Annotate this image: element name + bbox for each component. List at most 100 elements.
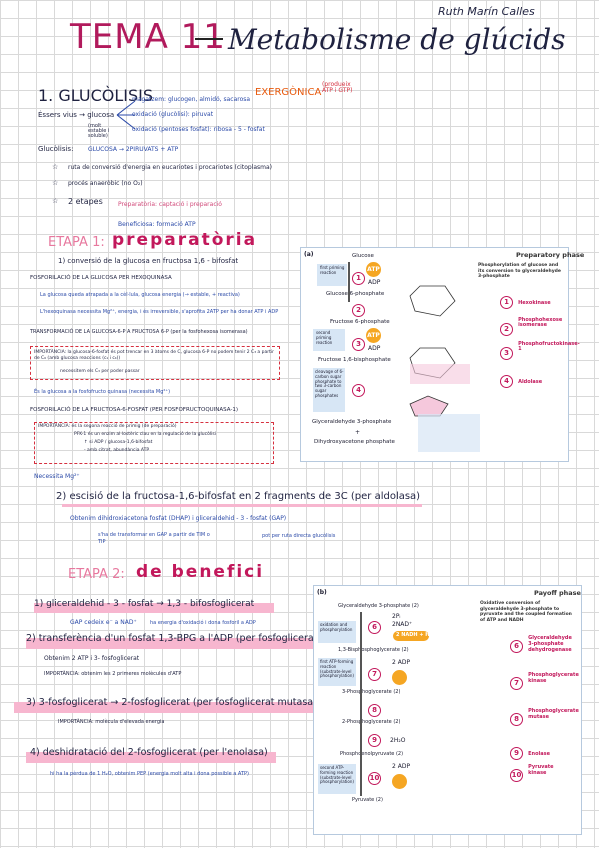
first-priming-box	[317, 264, 347, 286]
etapa-benefici-note: Beneficiosa: formació ATP	[118, 221, 196, 228]
s4-highlight	[26, 752, 276, 763]
oxid-box	[318, 621, 356, 643]
enzyme-row-10: 10 Pyruvate kinase	[510, 764, 568, 782]
figB-nadh: 2 NADH + H⁺	[396, 632, 433, 638]
figB-h2o: 2H₂O	[390, 737, 406, 744]
glucolisi-def-label: Glucòlisis:	[38, 145, 74, 153]
produeix-note: (produeix ATP i GTP)	[322, 81, 353, 94]
atp-icon: ATP	[366, 262, 381, 277]
glucosa-atrapada-line: La glucosa queda atrapada a la cèl·lula,…	[40, 292, 240, 298]
enzyme-row-4: 4 Aldolase	[500, 370, 542, 388]
figA-dhap: Dihydroxyacetone phosphate	[314, 439, 395, 445]
star-line-2: procés anaeròbic (no O₂)	[68, 180, 143, 187]
figB-pi: 2Pᵢ	[392, 613, 401, 620]
enzyme-number-3: 3	[500, 347, 513, 360]
gap-cedeix: GAP cedeix e⁻ a NAD⁺	[70, 619, 137, 626]
page-subtitle: Metabolisme de glúcids	[228, 23, 566, 56]
adp-label: ADP	[368, 279, 381, 286]
first-atp-label: first ATP-forming reaction (substrate-le…	[320, 659, 354, 679]
figB-label: (b)	[317, 589, 327, 596]
figB-bpg: 1,3-Bisphosphoglycerate (2)	[338, 647, 409, 653]
first-atp-box	[318, 658, 356, 686]
fosforilacio-glucosa: FOSFORILACIÓ DE LA GLUCOSA PER HEXOQUINA…	[30, 275, 172, 281]
figB-adp: 2 ADP	[392, 659, 411, 666]
nadh-pill	[393, 631, 429, 641]
figB-3pg: 3-Phosphoglycerate (2)	[342, 689, 401, 695]
enzyme-number-1: 1	[500, 296, 513, 309]
enzyme-enolase: Enolase	[528, 751, 550, 757]
step-number-6: 6	[368, 621, 381, 634]
title-dash	[195, 38, 223, 40]
fosfofructo-line: És la glucosa a la fosfofructo quinasa (…	[34, 389, 171, 395]
enzyme-gapdh: Glyceraldehyde 3-phosphate dehydrogenase	[528, 635, 572, 653]
figA-arrow-1	[348, 262, 350, 302]
obtenim-2atp: Obtenim 2 ATP i 3- fosfoglicerat	[44, 655, 140, 662]
step-number-8: 8	[368, 704, 381, 717]
second-priming-box	[313, 329, 345, 351]
step-number-10: 10	[368, 772, 381, 785]
enzyme-number-4: 4	[500, 375, 513, 388]
atp-icon: ATP	[366, 328, 381, 343]
enzyme-pfk1: Phosphofructokinase-1	[518, 341, 580, 352]
etapa2-step1: 1) gliceraldehid - 3 - fosfat → 1,3 - bi…	[34, 599, 255, 609]
star-icon: ☆	[52, 179, 59, 187]
figB-desc: Oxidative conversion of glyceraldehyde 3…	[480, 601, 572, 623]
necessita-mg: Necessita Mg²⁺	[34, 473, 80, 480]
atp-icon	[392, 774, 407, 789]
importancia-text-2c: ↑ si ADP / glucosa-1,6-bifosfat	[84, 440, 153, 445]
etapa1-heading-word: preparatòria	[112, 230, 258, 250]
figA-label: (a)	[304, 251, 314, 258]
figB-phase: Payoff phase	[534, 589, 581, 597]
enzyme-number-9: 9	[510, 747, 523, 760]
exergonica-label: EXERGÒNICA	[255, 87, 322, 98]
branch-oxidacio-glucolisi: oxidació (glucòlisi): piruvat	[132, 111, 214, 118]
s3-highlight	[14, 702, 344, 713]
figB-nad: 2NAD⁺	[392, 621, 413, 628]
cleavage-box	[313, 368, 345, 412]
enzyme-row-8: 8 Phosphoglycerate mutase	[510, 708, 579, 726]
enzyme-number-2: 2	[500, 323, 513, 336]
importancia-text-2b: PFK-1 és un enzim al·lostèric clau en la…	[74, 432, 216, 437]
etapa2-step3: 3) 3-fosfoglicerat → 2-fosfoglicerat (pe…	[26, 697, 317, 708]
hexoquinasa-line: L'hexoquinasa necessita Mg²⁺, energia, i…	[40, 309, 279, 315]
step-number-2: 2	[352, 304, 365, 317]
obtenim-dhap-gap: Obtenim dihidroxiacetona fosfat (DHAP) i…	[70, 515, 287, 522]
figA-desc: Phosphorylation of glucose and its conve…	[478, 263, 561, 280]
enzyme-number-8: 8	[510, 713, 523, 726]
importancia-text-1b: necessitem els C₃ per poder passar	[60, 369, 140, 374]
essers-line: Éssers vius → glucosa	[38, 111, 115, 119]
importancia-box-2	[34, 422, 274, 464]
enzyme-hexokinase: Hexokinase	[518, 300, 551, 306]
estable-note: (molt estable i soluble)	[88, 123, 110, 139]
step-number-9: 9	[368, 734, 381, 747]
oxid-label: oxidation and phosphorylation	[320, 622, 353, 632]
figB-pep: Phosphoenolpyruvate (2)	[340, 751, 404, 757]
enzyme-aldolase: Aldolase	[518, 379, 543, 385]
second-priming-label: second priming reaction	[316, 330, 333, 345]
figA-plus: +	[355, 429, 361, 436]
star-icon: ☆	[52, 197, 59, 205]
branch-magatzem: magatzem: glucogen, almidó, sacarosa	[132, 96, 251, 103]
atp-icon	[392, 670, 407, 685]
step-number-4: 4	[352, 384, 365, 397]
enzyme-number-7: 7	[510, 677, 523, 690]
energia-oxidacio: ha energia d'oxidació i dona fosforil a …	[150, 620, 256, 626]
etapa-preparatoria-note: Preparatòria: captació i preparació	[118, 201, 222, 208]
figA-glucose: Glucose	[352, 253, 374, 259]
figB-main-arrow	[360, 612, 362, 796]
enzyme-number-10: 10	[510, 769, 523, 782]
fosforilacio-fructosa: FOSFORILACIÓ DE LA FRUCTOSA-6-FOSFAT (PE…	[30, 407, 239, 413]
star-line-3: 2 etapes	[68, 197, 103, 206]
enzyme-isomerase: Phosphohexose isomerase	[518, 317, 563, 328]
s2-highlight	[26, 638, 316, 649]
enzyme-pgk: Phosphoglycerate kinase	[528, 672, 579, 684]
etapa2-heading-word: de benefici	[136, 562, 265, 582]
cleavage-label: cleavage of 6-carbon sugar phosphate to …	[315, 369, 344, 398]
enzyme-row-2: 2 Phosphohexose isomerase	[500, 318, 573, 336]
first-priming-label: first priming reaction	[320, 265, 345, 275]
enzyme-row-3: 3 Phosphofructokinase-1	[500, 341, 580, 360]
section-heading-glucolisis: 1. GLUCÒLISIS	[38, 86, 154, 105]
enzyme-number-6: 6	[510, 640, 523, 653]
adp-label: ADP	[368, 345, 381, 352]
figA-phase: Preparatory phase	[516, 251, 585, 259]
